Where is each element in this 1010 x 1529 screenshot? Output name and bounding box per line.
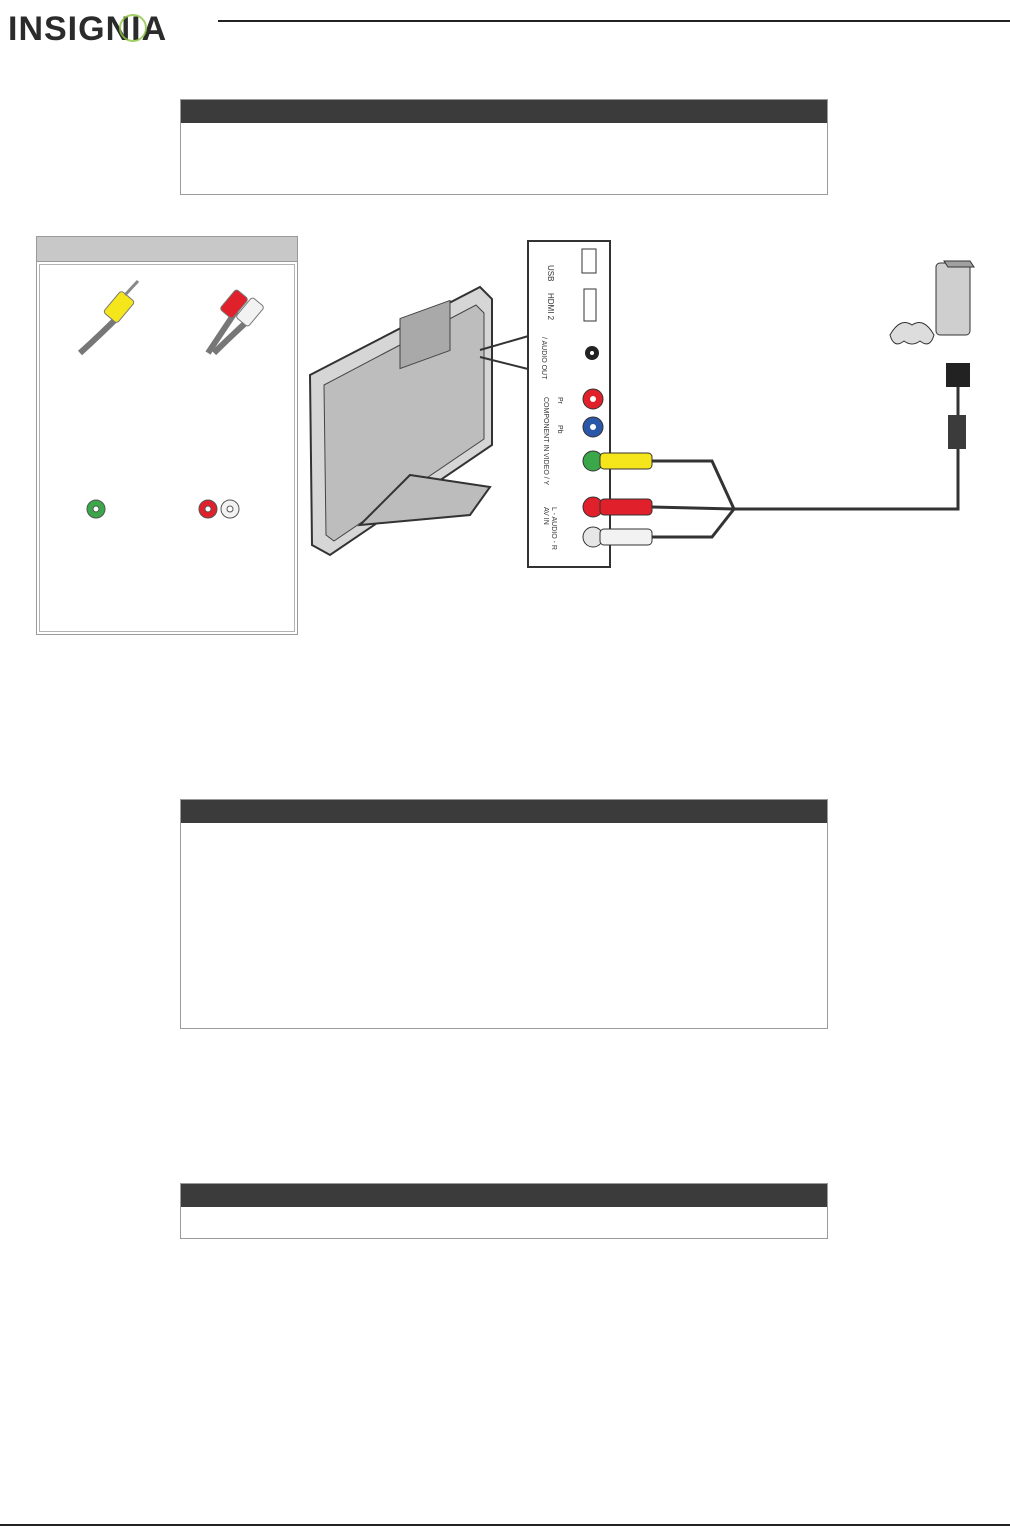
note-box-2 (180, 799, 828, 1029)
usb-port-icon (581, 248, 597, 274)
component-in-label: COMPONENT IN (542, 397, 549, 451)
ferrite-core-icon (948, 415, 966, 449)
cable-legend-art (77, 279, 264, 519)
audio-lr-label: L - AUDIO - R (550, 507, 557, 550)
av-in-label: AV IN (542, 507, 549, 525)
note-box-3 (180, 1183, 828, 1239)
hdmi2-label: HDMI 2 (546, 293, 555, 321)
insignia-logo: INSIGNIA (8, 10, 167, 48)
cable-legend-body (39, 264, 295, 632)
audio-out-label: / AUDIO OUT (540, 337, 547, 380)
footer-rule (0, 1524, 1010, 1526)
video-jack-icon (86, 499, 106, 519)
callout-line-bottom (479, 356, 533, 371)
brand-text: INSIGNIA (8, 10, 167, 48)
pb-label: Pb (556, 425, 563, 434)
cable-legend-header (37, 237, 297, 262)
note-box-3-header (181, 1184, 827, 1207)
callout-line-top (479, 334, 533, 351)
cable-legend-panel (36, 236, 298, 635)
audio-cable-icon (205, 289, 264, 356)
av-cable-icon (599, 363, 970, 546)
hdmi2-port-icon (583, 288, 597, 322)
audio-jack-red-icon (198, 499, 218, 519)
video-cable-icon (77, 279, 140, 356)
game-console-icon (889, 260, 975, 345)
connection-diagram: USB HDMI 2 / AUDIO OUT COMPONENT IN Pr P… (308, 240, 975, 568)
header-rule (218, 20, 1010, 22)
tv-back-icon (308, 285, 493, 557)
usb-label: USB (546, 265, 555, 281)
av-multi-out-plug-icon (946, 363, 970, 387)
logo-ring-icon (119, 14, 147, 42)
controller-icon (889, 322, 935, 345)
note-box-1-header (181, 100, 827, 123)
note-box-1 (180, 99, 828, 195)
audio-jack-white-icon (220, 499, 240, 519)
tv-input-panel: USB HDMI 2 / AUDIO OUT COMPONENT IN Pr P… (527, 240, 611, 568)
pr-label: Pr (556, 397, 563, 405)
video-y-label: VIDEO / Y (542, 453, 549, 485)
note-box-2-header (181, 800, 827, 823)
